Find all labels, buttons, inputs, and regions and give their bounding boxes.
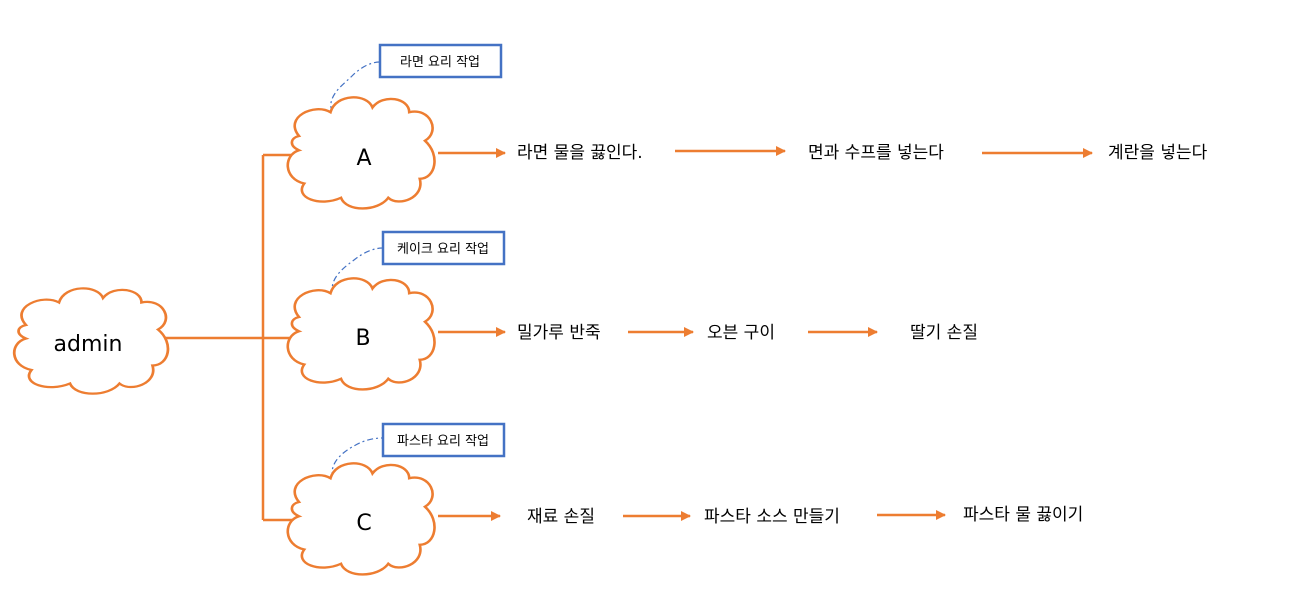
callout-leader-b xyxy=(331,247,384,296)
node-label-b: B xyxy=(355,326,370,351)
trunk-connectors xyxy=(165,153,295,522)
step-c-1: 재료 손질 xyxy=(527,507,595,527)
step-b-3: 딸기 손질 xyxy=(910,323,978,343)
callout-box-a xyxy=(378,43,503,79)
root-node: admin xyxy=(12,287,170,396)
step-c-3: 파스타 물 끓이기 xyxy=(963,505,1083,525)
step-b-2: 오븐 구이 xyxy=(707,323,775,343)
callout-label-b: 케이크 요리 작업 xyxy=(397,242,489,257)
step-a-1: 라면 물을 끓인다. xyxy=(517,143,643,163)
step-c-2: 파스타 소스 만들기 xyxy=(704,507,840,527)
step-a-2: 면과 수프를 넣는다 xyxy=(808,143,944,163)
branch-a: 라면 요리 작업 A 라면 물을 끓인다. 면과 수프를 넣는다 계란을 넣는다 xyxy=(286,43,1208,210)
callout-label-a: 라면 요리 작업 xyxy=(400,55,480,70)
root-label: admin xyxy=(54,332,123,357)
callout-box-b xyxy=(381,230,506,266)
callout-label-c: 파스타 요리 작업 xyxy=(397,434,489,449)
node-label-a: A xyxy=(356,146,371,171)
branch-c: 파스타 요리 작업 C 재료 손질 파스타 소스 만들기 파스타 물 끓이기 xyxy=(286,422,1083,576)
callout-leader-a xyxy=(330,61,381,113)
step-a-3: 계란을 넣는다 xyxy=(1108,143,1208,163)
branch-b: 케이크 요리 작업 B 밀가루 반죽 오븐 구이 딸기 손질 xyxy=(286,230,978,391)
callout-box-c xyxy=(381,422,506,458)
node-label-c: C xyxy=(356,511,371,536)
step-b-1: 밀가루 반죽 xyxy=(517,323,601,343)
